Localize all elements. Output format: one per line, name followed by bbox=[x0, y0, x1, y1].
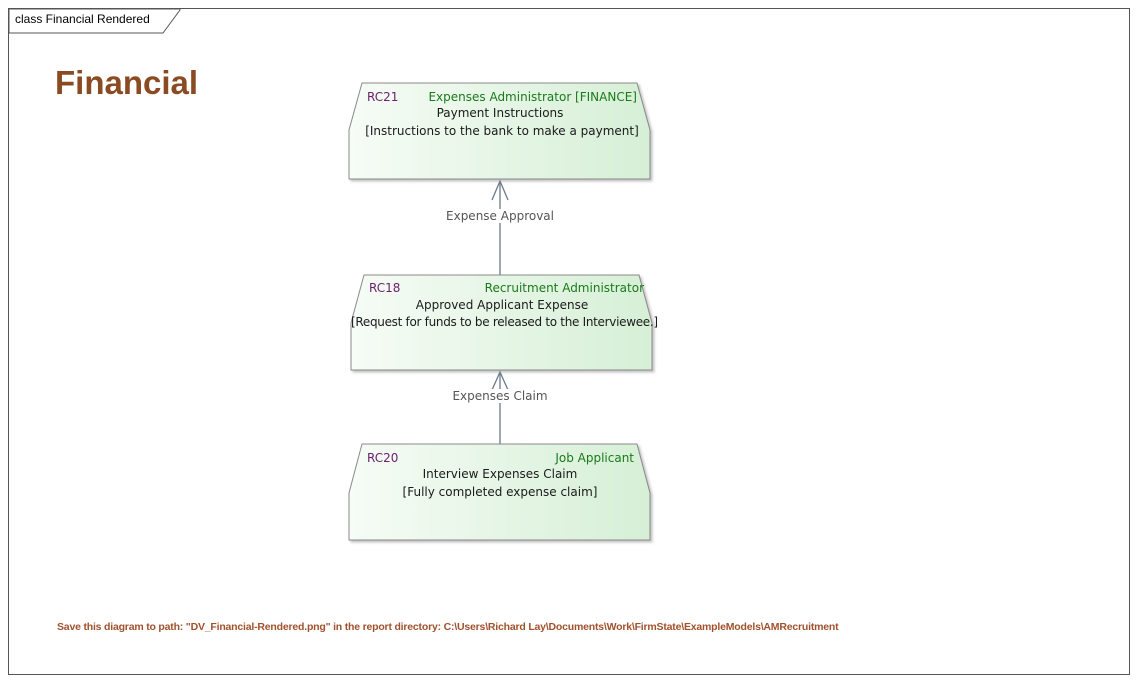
node-rc21-name: Payment Instructions bbox=[436, 106, 564, 120]
edge-expenses-claim-arrowhead bbox=[491, 370, 509, 391]
edge-expenses-claim-label: Expenses Claim bbox=[450, 389, 550, 403]
node-rc20-name: Interview Expenses Claim bbox=[422, 467, 578, 481]
diagram-title: Financial bbox=[55, 64, 199, 101]
node-rc18-role: Recruitment Administrator bbox=[484, 281, 644, 295]
node-rc20-description: [Fully completed expense claim] bbox=[402, 485, 598, 499]
node-rc21-id: RC21 bbox=[367, 90, 399, 104]
footer-note: Save this diagram to path: "DV_Financial… bbox=[57, 621, 839, 633]
node-rc18-id: RC18 bbox=[369, 281, 401, 295]
edge-expense-approval-arrowhead bbox=[491, 179, 509, 201]
frame-label: class Financial Rendered bbox=[15, 12, 150, 26]
edge-expense-approval-label: Expense Approval bbox=[444, 209, 556, 223]
node-rc21-shape[interactable] bbox=[348, 82, 651, 180]
node-rc18-name: Approved Applicant Expense bbox=[415, 298, 589, 312]
node-rc18-shape[interactable] bbox=[350, 274, 653, 371]
diagram-frame bbox=[8, 8, 1130, 675]
node-rc21-role: Expenses Administrator [FINANCE] bbox=[428, 90, 637, 104]
node-rc20-shape[interactable] bbox=[348, 443, 651, 541]
node-rc18-description: [Request for funds to be released to the… bbox=[351, 315, 658, 329]
frame-tab bbox=[8, 8, 181, 34]
node-rc20-id: RC20 bbox=[367, 451, 399, 465]
node-rc20-role: Job Applicant bbox=[555, 451, 634, 465]
node-rc21-description: [Instructions to the bank to make a paym… bbox=[365, 124, 639, 138]
